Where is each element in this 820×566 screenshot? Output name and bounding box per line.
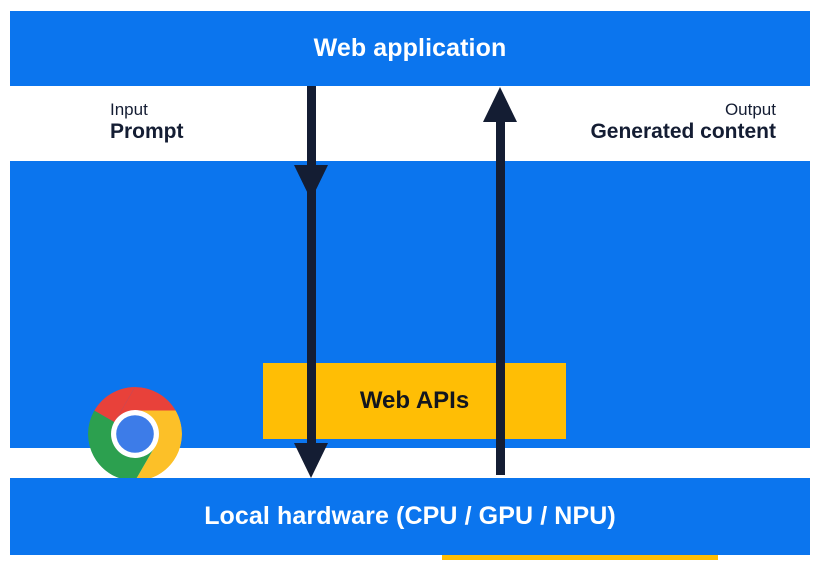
output-flow-arrow-head [483,87,517,122]
caption-input-value: Prompt [110,120,184,144]
band-web-application: Web application [10,11,810,86]
chrome-logo-icon [88,387,182,481]
caption-input: Input Prompt [110,100,184,145]
input-flow-arrow-head-browser [294,165,328,200]
input-flow-arrow-head-hardware [294,443,328,478]
input-flow-arrow-shaft [307,86,316,461]
band-web-application-label: Web application [313,34,507,62]
caption-input-kicker: Input [110,100,148,119]
band-local-hardware-label: Local hardware (CPU / GPU / NPU) [204,502,616,530]
caption-output-value: Generated content [590,120,776,144]
caption-output-kicker: Output [724,100,776,119]
band-browser: Browser Web APIs Built-in models and run… [10,161,810,560]
caption-output: Output Generated content [590,100,776,145]
output-flow-arrow-shaft [496,100,505,475]
band-local-hardware: Local hardware (CPU / GPU / NPU) [10,478,810,555]
box-web-apis-label: Web APIs [359,386,470,414]
